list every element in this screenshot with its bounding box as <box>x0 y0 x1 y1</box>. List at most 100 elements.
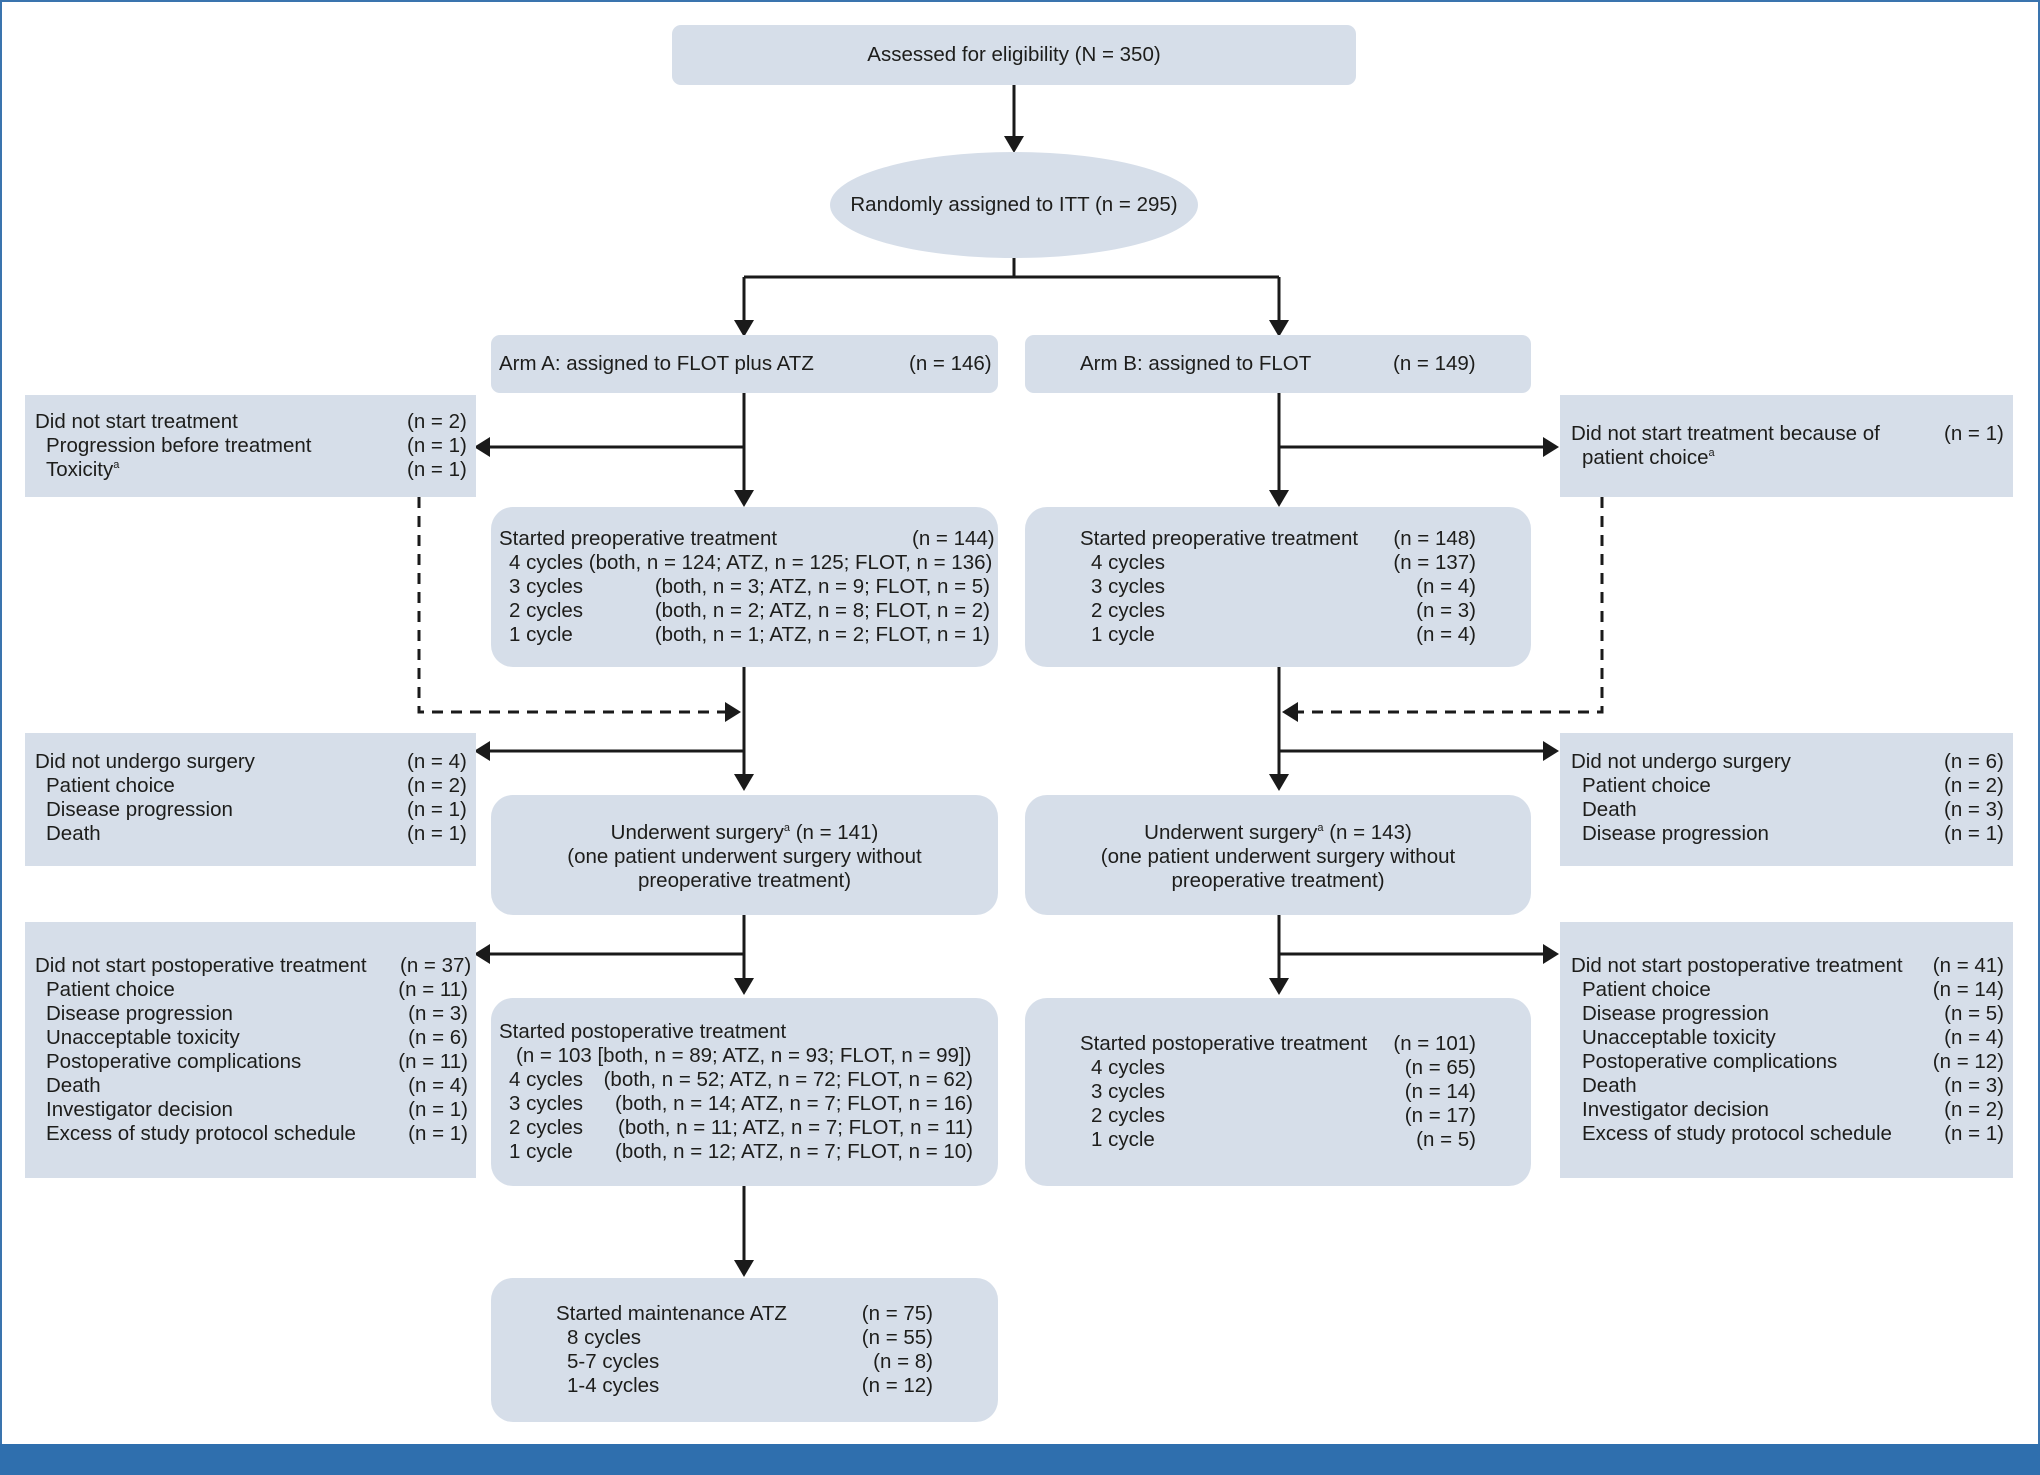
arm-a-preop-header: Started preoperative treatment <box>499 527 778 550</box>
arm-b-no-postop-item: Unacceptable toxicity <box>1582 1026 1776 1049</box>
arm-a-preop-box: Started preoperative treatment (n = 144)… <box>491 507 998 667</box>
arm-b-no-start-box: Did not start treatment because of patie… <box>1560 395 2013 497</box>
toxicity-label: Toxicity <box>46 458 114 481</box>
arm-a-no-postop-item-n: (n = 11) <box>398 978 468 1001</box>
arm-b-postop-row-label: 3 cycles <box>1091 1080 1166 1103</box>
arm-a-no-surgery-item: Patient choice <box>46 774 175 797</box>
arm-b-no-postop-item: Investigator decision <box>1582 1098 1769 1121</box>
randomized-ellipse: Randomly assigned to ITT (n = 295) <box>830 152 1198 258</box>
arm-b-title-n: (n = 149) <box>1393 352 1476 375</box>
arm-a-surgery-line2: (one patient underwent surgery without <box>567 845 922 868</box>
maintenance-row-n: (n = 55) <box>861 1326 933 1349</box>
arm-b-surgery-line1: Underwent surgerya (n = 143) <box>1025 821 1531 845</box>
arm-a-no-postop-item-n: (n = 1) <box>408 1098 468 1121</box>
arm-a-no-surgery-header: Did not undergo surgery <box>35 750 255 773</box>
arm-a-no-postop-item: Disease progression <box>46 1002 233 1025</box>
maintenance-row-label: 1-4 cycles <box>567 1374 660 1397</box>
arm-a-no-start-item-n: (n = 1) <box>407 434 467 457</box>
arm-b-no-postop-item: Postoperative complications <box>1582 1050 1838 1073</box>
arm-b-preop-row-n: (n = 4) <box>1416 575 1476 598</box>
arm-b-preop-row-label: 3 cycles <box>1091 575 1166 598</box>
eligibility-label: Assessed for eligibility (N = 350) <box>867 43 1161 66</box>
arm-a-no-start-box: Did not start treatment (n = 2) Progress… <box>25 395 476 497</box>
arm-a-no-postop-item: Investigator decision <box>46 1098 233 1121</box>
arm-b-no-postop-item-n: (n = 2) <box>1944 1098 2004 1121</box>
footnote-marker: a <box>1317 822 1324 835</box>
arm-a-no-surgery-box: Did not undergo surgery (n = 4) Patient … <box>25 733 476 866</box>
arm-b-postop-row-label: 4 cycles <box>1091 1056 1166 1079</box>
arm-b-no-postop-header-n: (n = 41) <box>1932 954 2004 977</box>
arm-a-no-postop-header-n: (n = 37) <box>400 954 472 977</box>
arm-a-preop-row: 4 cycles (both, n = 124; ATZ, n = 125; F… <box>509 551 993 574</box>
arm-b-postop-row-label: 2 cycles <box>1091 1104 1166 1127</box>
arm-a-preop-row-label: 3 cycles <box>509 575 584 598</box>
arm-a-postop-row-detail: (both, n = 11; ATZ, n = 7; FLOT, n = 11) <box>618 1116 973 1139</box>
arm-b-postop-header: Started postoperative treatment <box>1080 1032 1368 1055</box>
arm-a-no-surgery-item: Disease progression <box>46 798 233 821</box>
arm-b-preop-row-label: 1 cycle <box>1091 623 1155 646</box>
arm-a-postop-row-label: 2 cycles <box>509 1116 584 1139</box>
arm-a-preop-row-detail: (both, n = 3; ATZ, n = 9; FLOT, n = 5) <box>654 575 990 598</box>
arm-b-title-box: Arm B: assigned to FLOT (n = 149) <box>1025 335 1531 393</box>
arm-b-no-surgery-header-n: (n = 6) <box>1944 750 2004 773</box>
maintenance-row-n: (n = 8) <box>873 1350 933 1373</box>
surgery-n: (n = 141) <box>790 821 879 844</box>
arm-a-no-start-item-label: Toxicitya <box>46 458 119 482</box>
arm-a-postop-row-label: 4 cycles <box>509 1068 584 1091</box>
arm-a-no-postop-item-n: (n = 6) <box>408 1026 468 1049</box>
arm-b-no-postop-item-n: (n = 1) <box>1944 1122 2004 1145</box>
arm-a-title-box: Arm A: assigned to FLOT plus ATZ (n = 14… <box>491 335 998 393</box>
arm-a-no-start-item-n: (n = 1) <box>407 458 467 481</box>
arm-a-no-postop-item-n: (n = 11) <box>398 1050 468 1073</box>
arm-b-surgery-line3: preoperative treatment) <box>1171 869 1385 892</box>
arm-a-preop-row-label: 1 cycle <box>509 623 573 646</box>
arm-a-postop-box: Started postoperative treatment (n = 103… <box>491 998 998 1186</box>
footnote-marker: a <box>1708 447 1715 460</box>
arm-a-no-postop-item: Death <box>46 1074 101 1097</box>
arm-b-no-postop-item-n: (n = 5) <box>1944 1002 2004 1025</box>
randomized-label: Randomly assigned to ITT (n = 295) <box>850 193 1178 216</box>
arm-a-postop-row-detail: (both, n = 14; ATZ, n = 7; FLOT, n = 16) <box>615 1092 973 1115</box>
arm-b-no-surgery-header: Did not undergo surgery <box>1571 750 1791 773</box>
arm-a-no-postop-item-n: (n = 1) <box>408 1122 468 1145</box>
arm-b-no-postop-item-n: (n = 3) <box>1944 1074 2004 1097</box>
arm-a-preop-row-label: 2 cycles <box>509 599 584 622</box>
arm-b-no-surgery-item: Patient choice <box>1582 774 1711 797</box>
arm-b-postop-row-label: 1 cycle <box>1091 1128 1155 1151</box>
arm-a-no-surgery-item-n: (n = 1) <box>407 822 467 845</box>
arm-a-no-start-item-label: Progression before treatment <box>46 434 312 457</box>
arm-b-postop-row-n: (n = 14) <box>1404 1080 1476 1103</box>
arm-b-preop-header: Started preoperative treatment <box>1080 527 1359 550</box>
arm-b-no-postop-item: Excess of study protocol schedule <box>1582 1122 1892 1145</box>
arm-b-preop-header-n: (n = 148) <box>1393 527 1476 550</box>
arm-a-preop-header-n: (n = 144) <box>912 527 995 550</box>
arm-b-preop-row-label: 2 cycles <box>1091 599 1166 622</box>
arm-a-no-postop-item-n: (n = 4) <box>408 1074 468 1097</box>
arm-b-no-postop-box: Did not start postoperative treatment (n… <box>1560 922 2013 1178</box>
arm-b-surgery-line2: (one patient underwent surgery without <box>1100 845 1456 868</box>
arm-b-no-postop-item: Disease progression <box>1582 1002 1769 1025</box>
bottom-bar <box>0 1444 2040 1475</box>
arm-b-no-start-line1: Did not start treatment because of <box>1571 422 1880 445</box>
arm-b-postop-row-n: (n = 65) <box>1404 1056 1476 1079</box>
maintenance-row-n: (n = 12) <box>861 1374 933 1397</box>
arm-a-no-postop-item: Patient choice <box>46 978 175 1001</box>
arm-a-no-surgery-item-n: (n = 1) <box>407 798 467 821</box>
arm-a-preop-row-detail: (both, n = 2; ATZ, n = 8; FLOT, n = 2) <box>654 599 990 622</box>
arm-a-no-start-header: Did not start treatment <box>35 410 238 433</box>
arm-b-no-postop-item-n: (n = 12) <box>1932 1050 2004 1073</box>
arm-b-no-postop-item: Death <box>1582 1074 1637 1097</box>
arm-a-no-start-header-n: (n = 2) <box>407 410 467 433</box>
arm-a-no-surgery-header-n: (n = 4) <box>407 750 467 773</box>
arm-a-postop-row-label: 3 cycles <box>509 1092 584 1115</box>
arm-a-postop-row-detail: (both, n = 12; ATZ, n = 7; FLOT, n = 10) <box>615 1140 973 1163</box>
arm-a-surgery-line3: preoperative treatment) <box>637 869 852 892</box>
maintenance-header: Started maintenance ATZ <box>556 1302 787 1325</box>
eligibility-box: Assessed for eligibility (N = 350) <box>672 25 1356 85</box>
arm-a-no-surgery-item: Death <box>46 822 101 845</box>
arm-a-postop-row-detail: (both, n = 52; ATZ, n = 72; FLOT, n = 62… <box>603 1068 973 1091</box>
arm-b-postop-row-n: (n = 5) <box>1416 1128 1476 1151</box>
arm-b-no-postop-header: Did not start postoperative treatment <box>1571 954 1903 977</box>
arm-b-postop-header-n: (n = 101) <box>1393 1032 1476 1055</box>
